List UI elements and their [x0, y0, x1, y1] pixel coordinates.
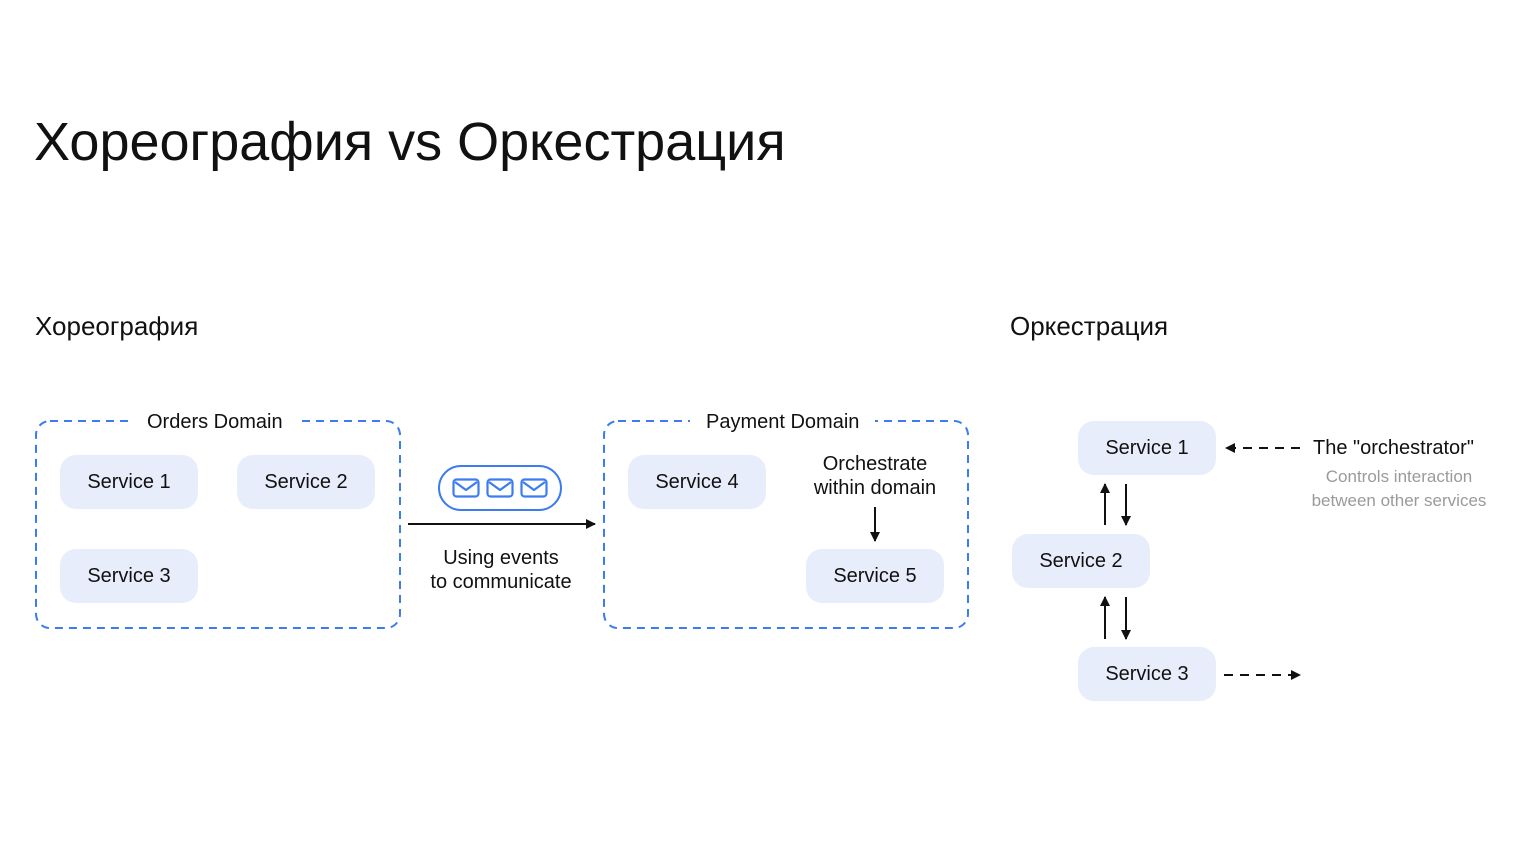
orchestrator-label: The "orchestrator" [1313, 437, 1474, 459]
orchestration-heading: Оркестрация [1010, 311, 1169, 341]
page-title: Хореография vs Оркестрация [34, 112, 786, 172]
events-note-line2: to communicate [430, 571, 572, 593]
orchestrate-note-line2: within domain [813, 477, 937, 499]
payment-service-4: Service 4 [628, 455, 766, 509]
orchestrator-description-line1: Controls interaction [1325, 467, 1473, 486]
orchestrator-description: Controls interaction between other servi… [1299, 465, 1499, 513]
orchestration-service-2: Service 2 [1012, 534, 1150, 588]
envelope-icon [486, 478, 514, 498]
payment-service-5: Service 5 [806, 549, 944, 603]
orders-domain-label: Orders Domain [131, 410, 299, 434]
orders-service-3: Service 3 [60, 549, 198, 603]
events-message-badge [438, 465, 562, 511]
orchestration-service-1: Service 1 [1078, 421, 1216, 475]
orders-service-1: Service 1 [60, 455, 198, 509]
orchestrator-description-line2: between other services [1311, 491, 1487, 510]
orchestrate-note-line1: Orchestrate [822, 453, 928, 475]
choreography-heading: Хореография [35, 311, 199, 341]
envelope-icon [520, 478, 548, 498]
orchestration-service-3: Service 3 [1078, 647, 1216, 701]
payment-domain-label: Payment Domain [690, 410, 876, 434]
envelope-icon [452, 478, 480, 498]
orchestrate-note: Orchestrate within domain [795, 452, 955, 500]
events-note: Using events to communicate [410, 546, 592, 594]
orders-service-2: Service 2 [237, 455, 375, 509]
events-note-line1: Using events [443, 547, 559, 569]
